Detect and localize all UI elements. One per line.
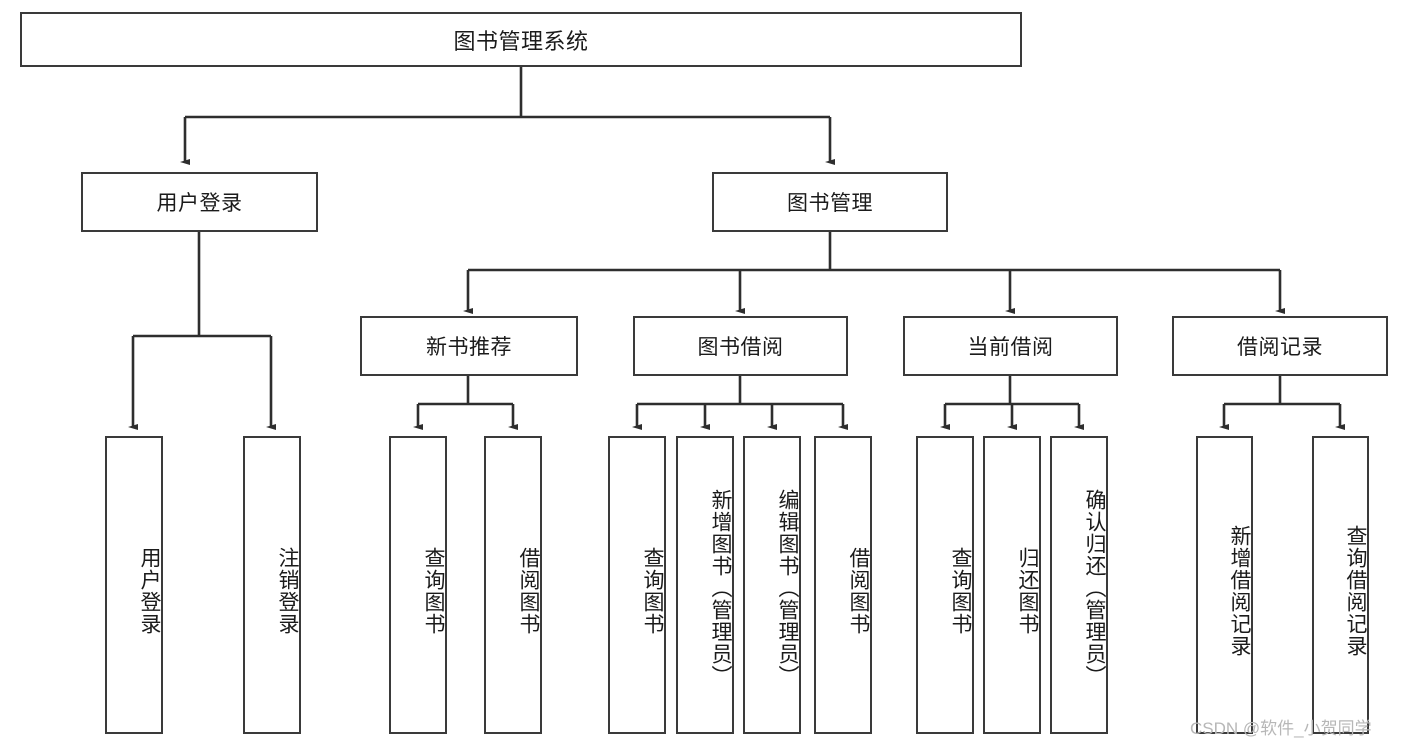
leaf-add-book-admin[interactable]: 新增图书（管理员） <box>676 436 734 734</box>
node-borrowing-records[interactable]: 借阅记录 <box>1172 316 1388 376</box>
leaf-query-borrow-record[interactable]: 查询借阅记录 <box>1312 436 1369 734</box>
leaf-logout[interactable]: 注销登录 <box>243 436 301 734</box>
leaf-confirm-return-admin[interactable]: 确认归还（管理员） <box>1050 436 1108 734</box>
node-book-borrowing[interactable]: 图书借阅 <box>633 316 848 376</box>
node-root-book-management-system[interactable]: 图书管理系统 <box>20 12 1022 67</box>
node-book-management[interactable]: 图书管理 <box>712 172 948 232</box>
leaf-borrow-book-new-rec[interactable]: 借阅图书 <box>484 436 542 734</box>
watermark-text: CSDN @软件_小贺同学 <box>1190 719 1372 738</box>
node-current-borrowing[interactable]: 当前借阅 <box>903 316 1118 376</box>
node-new-book-recommendation[interactable]: 新书推荐 <box>360 316 578 376</box>
leaf-return-book[interactable]: 归还图书 <box>983 436 1041 734</box>
leaf-query-book-borrow[interactable]: 查询图书 <box>608 436 666 734</box>
leaf-query-book-current[interactable]: 查询图书 <box>916 436 974 734</box>
leaf-user-login[interactable]: 用户登录 <box>105 436 163 734</box>
leaf-add-borrow-record[interactable]: 新增借阅记录 <box>1196 436 1253 734</box>
node-user-login[interactable]: 用户登录 <box>81 172 318 232</box>
leaf-edit-book-admin[interactable]: 编辑图书（管理员） <box>743 436 801 734</box>
leaf-borrow-book-borrow[interactable]: 借阅图书 <box>814 436 872 734</box>
leaf-query-book-new-rec[interactable]: 查询图书 <box>389 436 447 734</box>
